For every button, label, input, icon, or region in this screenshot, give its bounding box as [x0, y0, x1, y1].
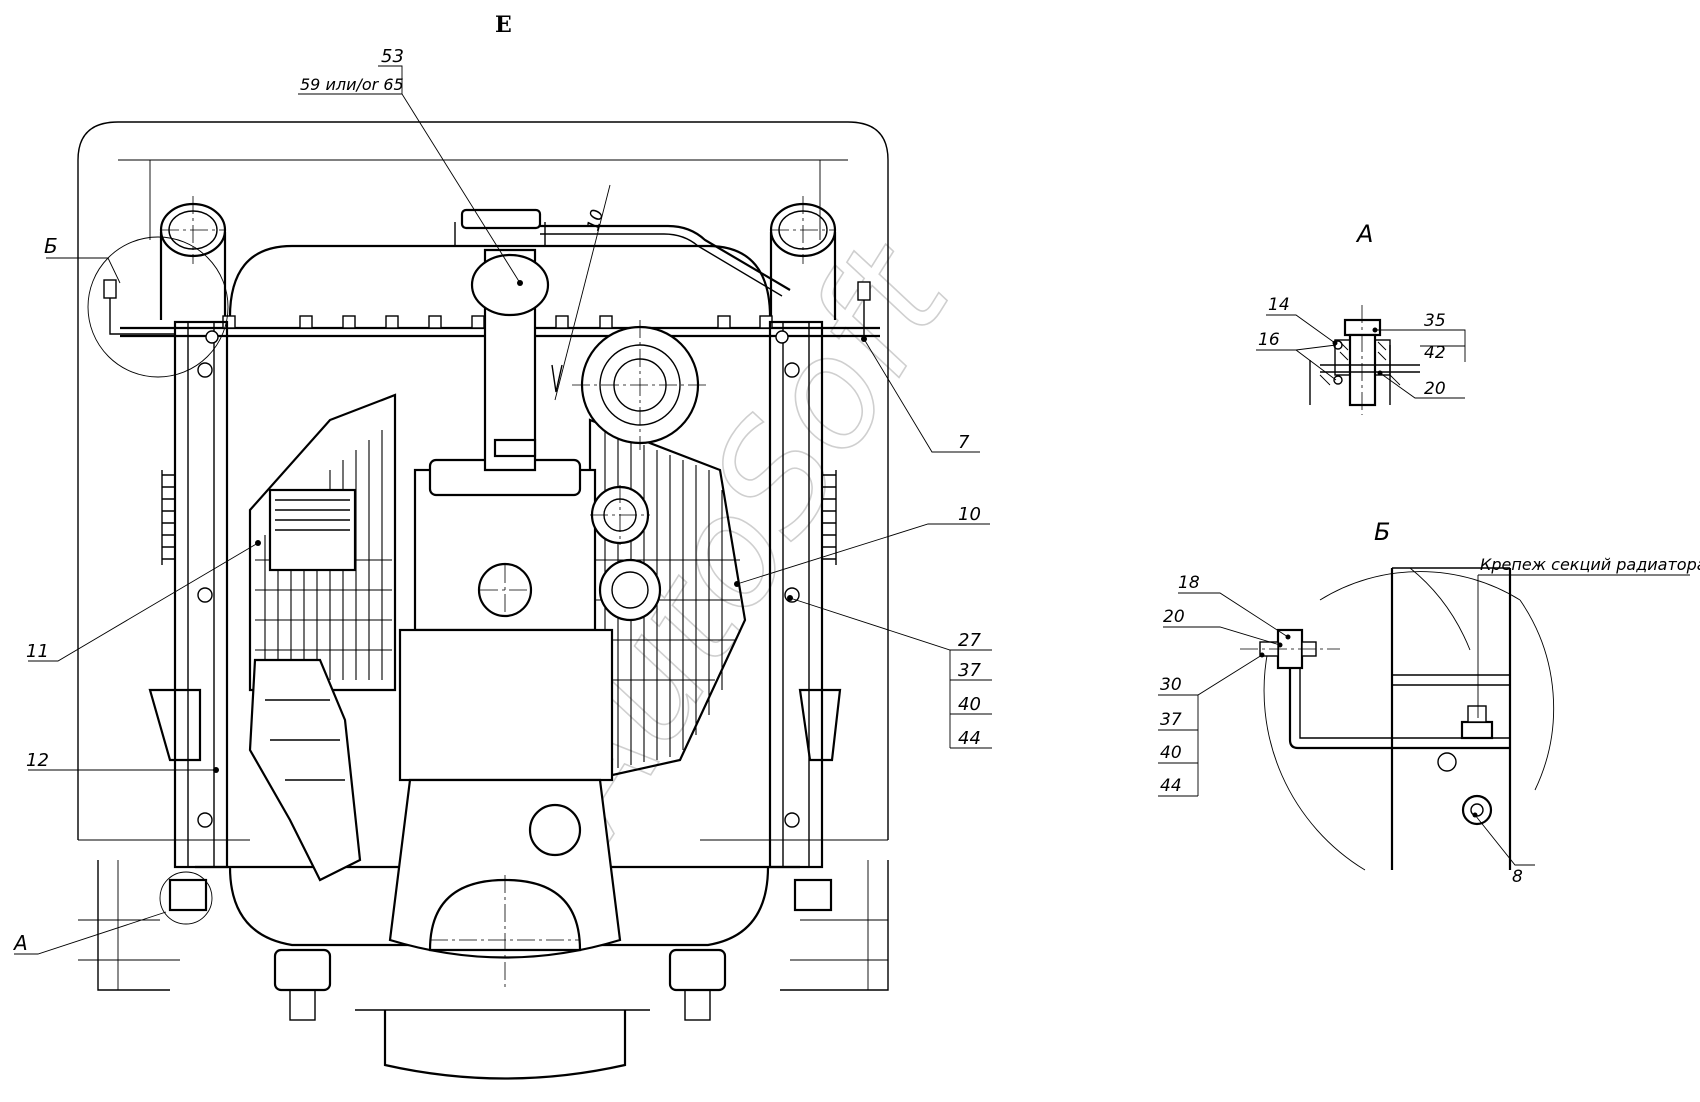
detail-a: А 14 16 35 42 20 [1256, 220, 1466, 415]
detail-a-marker: А [12, 931, 28, 955]
callout-12: 12 [26, 750, 49, 771]
engine-assembly [248, 248, 747, 1080]
cab-outline [77, 121, 889, 991]
detail-a-title: А [1355, 220, 1373, 248]
callout-10-mid: 10 [958, 504, 981, 525]
detail-b-callout-37: 37 [1160, 710, 1182, 730]
callout-40: 40 [958, 694, 981, 715]
detail-a-callout-16: 16 [1258, 330, 1280, 350]
detail-b-callout-8: 8 [1512, 867, 1523, 887]
detail-b-note: Крепеж секций радиатора [1480, 555, 1700, 574]
callout-27: 27 [958, 630, 981, 651]
callout-53: 53 [381, 46, 404, 67]
detail-b-callout-44: 44 [1160, 776, 1182, 796]
air-intake-pipes [159, 196, 837, 320]
view-e-label: E [495, 12, 512, 38]
callout-44: 44 [958, 728, 981, 749]
callout-11: 11 [26, 641, 49, 662]
detail-a-callout-35: 35 [1424, 311, 1446, 331]
detail-b-callout-30: 30 [1160, 675, 1182, 695]
callout-59-65: 59 или/or 65 [300, 75, 404, 94]
detail-a-callout-20: 20 [1424, 379, 1446, 399]
callout-7: 7 [958, 432, 970, 453]
right-fins [822, 470, 837, 565]
detail-b-callout-40: 40 [1160, 743, 1182, 763]
detail-b-marker: Б [44, 234, 58, 258]
detail-b-callout-20: 20 [1163, 607, 1185, 627]
callout-37: 37 [958, 660, 981, 681]
detail-b-circle [87, 236, 229, 378]
left-fins [161, 470, 175, 565]
detail-b-title: Б [1374, 518, 1390, 546]
main-view-annotations: E 53 59 или/or 65 Б 10 7 10 11 12 [12, 12, 992, 955]
detail-b-callout-18: 18 [1178, 573, 1200, 593]
detail-a-circle [159, 871, 213, 925]
detail-a-callout-14: 14 [1268, 295, 1290, 315]
detail-a-callout-42: 42 [1424, 343, 1446, 363]
detail-b: Б 18 20 30 37 40 44 [1158, 518, 1700, 887]
callout-10-top: 10 [583, 207, 608, 233]
